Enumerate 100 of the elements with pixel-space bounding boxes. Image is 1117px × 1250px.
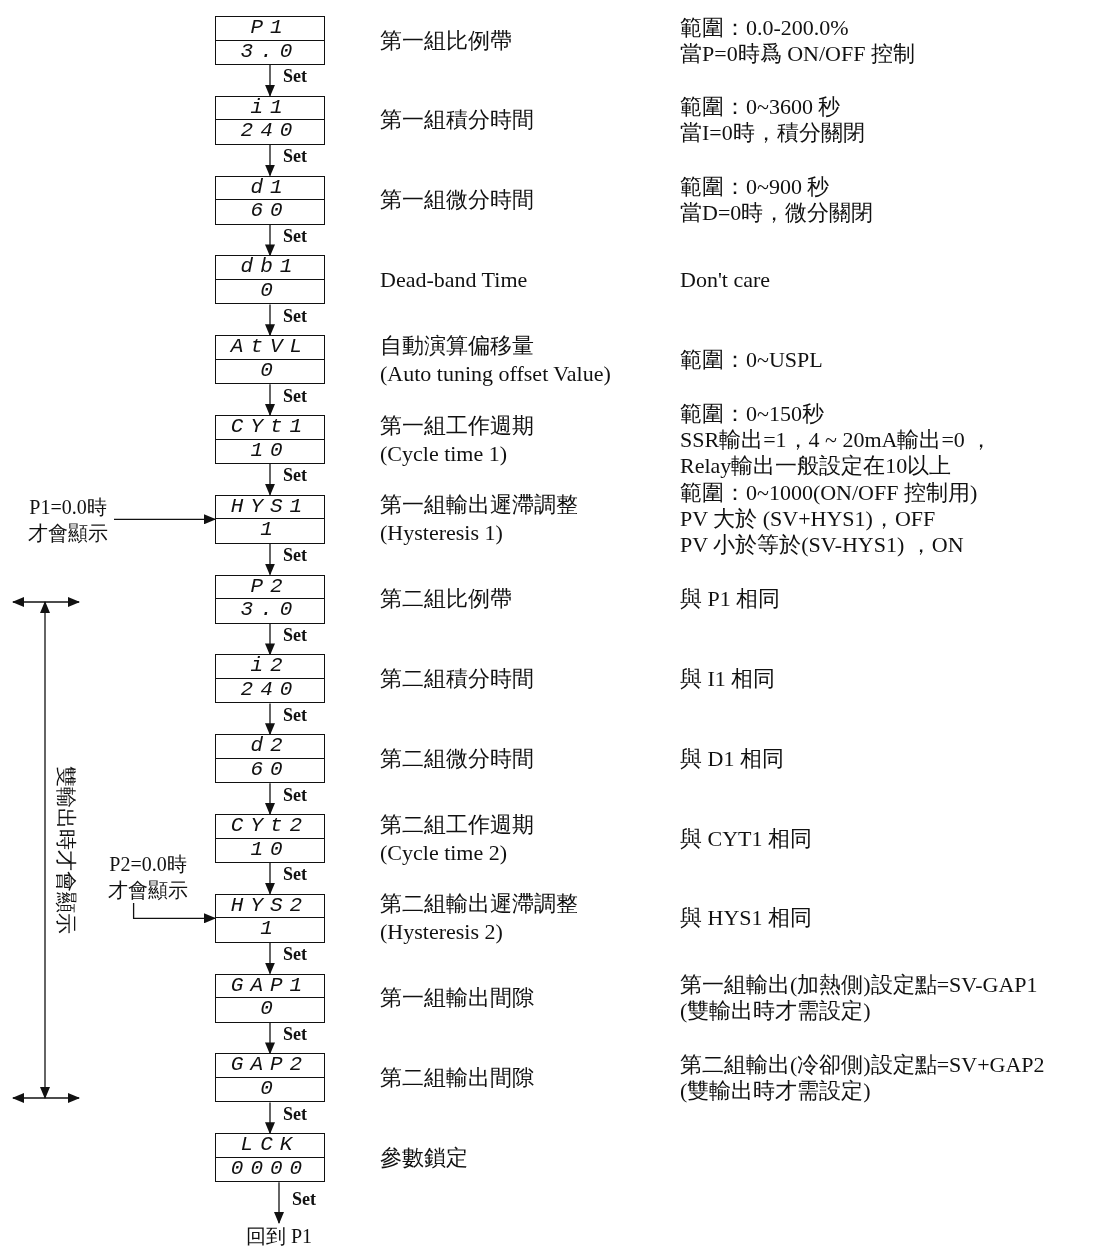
range-note: 與 CYT1 相同 [680, 825, 813, 852]
range-note: PV 大於 (SV+HYS1)，OFF [680, 506, 937, 533]
arrow [265, 144, 275, 177]
lcd-display [215, 574, 325, 624]
arrow [265, 64, 275, 97]
range-note: 當D=0時，微分關閉 [680, 200, 875, 227]
lcd-display [215, 255, 325, 305]
range-note: SSR輸出=1，4 ~ 20mA輸出=0 ，Relay輸出一般設定在10以上 [680, 426, 994, 479]
parameter-description: (Hysteresis 2) [380, 918, 504, 947]
parameter-code: HYS1 [216, 495, 324, 520]
lcd-display [215, 1053, 325, 1103]
parameter-code: d2 [216, 735, 324, 759]
parameter-description: 第二組工作週期 [380, 810, 535, 839]
lcd-display [215, 893, 325, 943]
parameter-code: GAP2 [216, 1054, 324, 1078]
arrow [265, 303, 275, 337]
parameter-value: 240 [239, 120, 301, 144]
parameter-description: 第一組微分時間 [380, 186, 535, 215]
range-note: 範圍：0~USPL [680, 346, 824, 373]
range-note: Don't care [680, 266, 772, 293]
arrow [265, 862, 275, 895]
arrow [265, 782, 275, 815]
arrow [132, 902, 216, 924]
note-text: P2=0.0時才會顯示 [100, 851, 196, 903]
arrow [113, 514, 216, 525]
range-note: 第二組輸出(冷卻側)設定點=SV+GAP2 [680, 1051, 1046, 1078]
parameter-description: 第一組輸出遲滯調整 [380, 491, 579, 520]
parameter-description: Dead-band Time [380, 265, 529, 294]
parameter-value: 240 [239, 678, 301, 703]
arrow [265, 702, 275, 736]
return-text: 回到 P1 [241, 1223, 317, 1249]
lcd-display [215, 814, 325, 863]
parameter-value: 3.0 [239, 599, 301, 623]
lcd-display [215, 1133, 325, 1183]
lcd-display [215, 16, 325, 65]
arrow [265, 622, 275, 656]
arrow [274, 1181, 284, 1224]
parameter-description: 第二組積分時間 [380, 664, 535, 693]
range-note: 與 I1 相同 [680, 665, 777, 692]
range-note: 範圍：0~1000(ON/OFF 控制用) [680, 480, 979, 507]
range-note: 範圍：0~3600 秒 [680, 94, 842, 121]
parameter-description: 第一組輸出間隙 [380, 984, 535, 1013]
parameter-value: 1 [259, 519, 281, 543]
parameter-code: LCK [216, 1134, 324, 1158]
parameter-code: GAP1 [216, 974, 324, 999]
arrow [265, 383, 275, 416]
note-text: P1=0.0時才會顯示 [22, 494, 114, 546]
range-note: 第一組輸出(加熱側)設定點=SV-GAP1 [680, 972, 1039, 999]
parameter-description: 第二組輸出間隙 [380, 1063, 535, 1092]
parameter-description: 自動演算偏移量 [380, 331, 535, 360]
lcd-display [215, 494, 325, 544]
parameter-description: 第一組積分時間 [380, 106, 535, 135]
arrow [265, 463, 275, 496]
parameter-value: 3.0 [239, 40, 301, 64]
lcd-display [215, 734, 325, 784]
parameter-code: i1 [216, 96, 324, 121]
parameter-code: CYt2 [216, 815, 324, 839]
parameter-description: 第二組輸出遲滯調整 [380, 890, 579, 919]
parameter-value: 0000 [229, 1157, 311, 1182]
arrow [265, 543, 275, 576]
parameter-value: 0 [259, 359, 281, 384]
lcd-display [215, 95, 325, 145]
parameter-code: P2 [216, 575, 324, 600]
range-note: 與 D1 相同 [680, 745, 785, 772]
lcd-display [215, 415, 325, 464]
parameter-code: HYS2 [216, 894, 324, 919]
parameter-description: (Auto tuning offset Value) [380, 359, 612, 388]
parameter-code: P1 [216, 17, 324, 41]
parameter-value: 60 [249, 200, 291, 224]
parameter-value: 10 [249, 439, 291, 463]
parameter-value: 0 [259, 1077, 281, 1102]
parameter-value: 0 [259, 279, 281, 304]
parameter-code: AtVL [216, 336, 324, 360]
parameter-code: CYt1 [216, 416, 324, 440]
parameter-description: (Hysteresis 1) [380, 519, 504, 548]
range-note: 範圍：0~900 秒 [680, 174, 831, 201]
parameter-value: 60 [249, 758, 291, 783]
parameter-value: 1 [259, 918, 281, 942]
range-note: 範圍：0~150秒 [680, 400, 825, 427]
bracket-label: 雙輸出時才會顯示 [53, 766, 79, 934]
parameter-code: d1 [216, 176, 324, 201]
range-note: 與 P1 相同 [680, 586, 782, 613]
range-note: 當I=0時，積分關閉 [680, 120, 866, 147]
parameter-code: db1 [216, 256, 324, 280]
range-note: (雙輸出時才需設定) [680, 998, 872, 1025]
range-note: (雙輸出時才需設定) [680, 1077, 872, 1104]
parameter-description: (Cycle time 2) [380, 838, 509, 867]
lcd-display [215, 973, 325, 1023]
arrow [265, 942, 275, 975]
parameter-description: 第一組比例帶 [380, 26, 513, 55]
range-note: 當P=0時爲 ON/OFF 控制 [680, 40, 916, 67]
range-note: 與 HYS1 相同 [680, 905, 813, 932]
lcd-display [215, 175, 325, 225]
parameter-description: 第一組工作週期 [380, 411, 535, 440]
parameter-value: 0 [259, 998, 281, 1022]
parameter-description: 參數鎖定 [380, 1143, 469, 1172]
range-note: PV 小於等於(SV-HYS1) ，ON [680, 532, 965, 559]
parameter-description: 第二組微分時間 [380, 744, 535, 773]
parameter-code: i2 [216, 655, 324, 679]
lcd-display [215, 335, 325, 385]
